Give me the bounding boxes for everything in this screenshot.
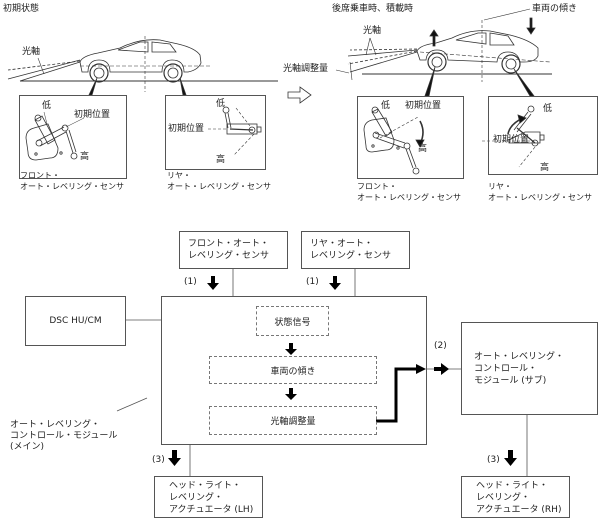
loaded-rear-high-label: 高 xyxy=(540,163,550,173)
dsc-hu-cm-box: DSC HU/CM xyxy=(25,296,126,346)
vehicle-tilt-step: 車両の傾き xyxy=(209,356,377,384)
state-signal-step-label: 状態信号 xyxy=(274,317,311,328)
block-diagram-connectors xyxy=(116,268,528,476)
front-sensor-down-arrow-icon xyxy=(207,276,219,290)
rear-sensor-box: リヤ・オート・ レベリング・センサ xyxy=(301,231,410,269)
initial-car-illustration xyxy=(7,36,278,96)
loaded-front-sensor-panel xyxy=(357,96,464,179)
tilt-to-adjustment-arrow-icon xyxy=(285,388,297,400)
flow-arrows xyxy=(168,276,517,466)
sub-module-step-label: (2) xyxy=(434,341,447,351)
state-signal-step: 状態信号 xyxy=(256,306,329,336)
transition-arrow-icon xyxy=(287,86,312,104)
initial-front-high-label: 高 xyxy=(80,152,90,162)
rear-sensor-down-arrow-icon xyxy=(329,276,341,290)
sub-module-box-label: オート・レベリング・ コントロール・ モジュール (サブ) xyxy=(474,352,565,386)
dsc-hu-cm-label: DSC HU/CM xyxy=(49,316,102,326)
loaded-front-caption-line2: オート・レベリング・センサ xyxy=(357,193,461,202)
axis-adjustment-output-path xyxy=(376,364,426,423)
vehicle-tilt-label: 車両の傾き xyxy=(532,4,578,14)
initial-rear-initial-position-label: 初期位置 xyxy=(168,124,205,134)
loaded-rear-low-label: 低 xyxy=(543,104,553,114)
loaded-rear-sensor-panel xyxy=(488,96,598,175)
vehicle-tilt-step-label: 車両の傾き xyxy=(270,366,316,377)
initial-front-initial-position-label: 初期位置 xyxy=(74,110,111,120)
main-module-box xyxy=(161,296,427,445)
initial-state-title: 初期状態 xyxy=(3,4,40,14)
axis-adjustment-step: 光軸調整量 xyxy=(209,406,377,435)
initial-front-sensor-panel xyxy=(19,95,127,179)
main-module-label: オート・レベリング・ コントロール・モジュール (メイン) xyxy=(10,420,118,452)
initial-rear-caption-line1: リヤ・ xyxy=(167,171,191,180)
lh-actuator-step-label: (3) xyxy=(152,455,165,465)
initial-rear-sensor-panel xyxy=(165,95,266,170)
front-sensor-box-label: フロント・オート・ レベリング・センサ xyxy=(188,239,270,261)
rh-actuator-box-label: ヘッド・ライト・ レベリング・ アクチュエータ (RH) xyxy=(476,481,562,515)
initial-front-sensor-drawing xyxy=(25,111,85,161)
initial-optical-axis-label: 光軸 xyxy=(22,47,41,57)
loaded-front-low-label: 低 xyxy=(381,101,391,111)
loaded-car-illustration xyxy=(335,8,552,97)
loaded-front-initial-position-label: 初期位置 xyxy=(405,101,442,111)
loaded-front-caption-line1: フロント・ xyxy=(357,182,397,191)
sub-module-box: オート・レベリング・ コントロール・ モジュール (サブ) xyxy=(461,322,598,415)
lh-actuator-box: ヘッド・ライト・ レベリング・ アクチュエータ (LH) xyxy=(154,476,263,518)
loaded-rear-caption-line1: リヤ・ xyxy=(488,182,512,191)
loaded-front-high-label: 高 xyxy=(418,144,428,154)
axis-adjustment-step-label: 光軸調整量 xyxy=(270,417,316,427)
loaded-front-sensor-drawing xyxy=(363,106,425,175)
to-rh-actuator-down-arrow-icon xyxy=(504,450,517,466)
rear-sensor-step-label: (1) xyxy=(306,277,319,287)
initial-front-caption-line2: オート・レベリング・センサ xyxy=(20,182,124,191)
loaded-rear-sensor-drawing xyxy=(482,105,545,168)
loaded-state-title: 後席乗車時、積載時 xyxy=(332,4,414,14)
loaded-rear-caption-line2: オート・レベリング・センサ xyxy=(488,193,592,202)
rear-sensor-box-label: リヤ・オート・ レベリング・センサ xyxy=(310,239,392,261)
loaded-rear-initial-position-label: 初期位置 xyxy=(493,135,530,145)
initial-rear-high-label: 高 xyxy=(216,155,226,165)
initial-front-caption-line1: フロント・ xyxy=(20,171,60,180)
initial-rear-sensor-drawing xyxy=(208,106,262,156)
to-sub-module-arrow-icon xyxy=(434,363,449,375)
to-lh-actuator-down-arrow-icon xyxy=(168,450,181,466)
loaded-optical-axis-label: 光軸 xyxy=(363,26,382,36)
lh-actuator-box-label: ヘッド・ライト・ レベリング・ アクチュエータ (LH) xyxy=(169,481,254,515)
initial-rear-low-label: 低 xyxy=(216,99,226,109)
state-to-tilt-arrow-icon xyxy=(285,343,297,355)
front-sensor-box: フロント・オート・ レベリング・センサ xyxy=(179,231,288,269)
rh-actuator-box: ヘッド・ライト・ レベリング・ アクチュエータ (RH) xyxy=(461,476,570,518)
initial-rear-caption-line2: オート・レベリング・センサ xyxy=(167,182,271,191)
axis-adjustment-label: 光軸調整量 xyxy=(283,64,329,74)
front-sensor-step-label: (1) xyxy=(184,277,197,287)
initial-front-low-label: 低 xyxy=(42,101,52,111)
rh-actuator-step-label: (3) xyxy=(487,455,500,465)
